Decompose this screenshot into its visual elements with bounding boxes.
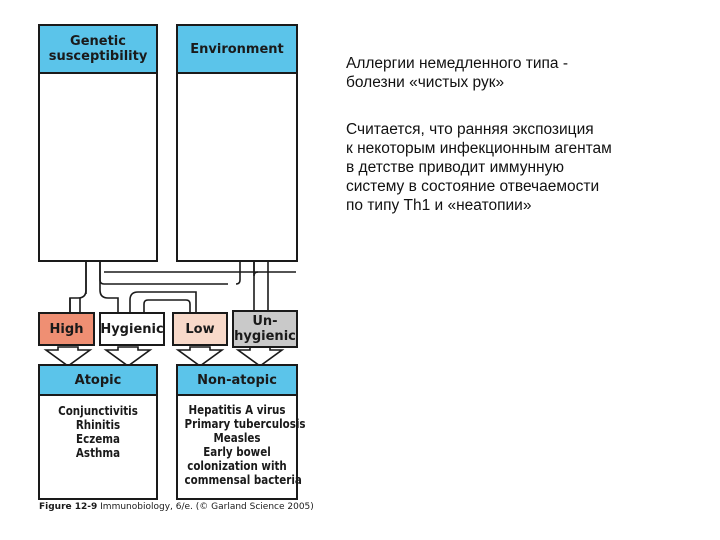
connector-pipes bbox=[69, 262, 296, 312]
category-low: Low bbox=[172, 312, 228, 346]
category-high: High bbox=[38, 312, 95, 346]
atopic-item: Conjunctivitis bbox=[58, 404, 138, 418]
slide-body-line: в детстве приводит иммунную bbox=[346, 159, 564, 176]
slide-body-line: по типу Th1 и «неатопии» bbox=[346, 197, 532, 214]
atopic-header: Atopic bbox=[38, 364, 158, 396]
slide-body-line: Считается, что ранняя экспозиция bbox=[346, 121, 594, 138]
category-hygienic: Hygienic bbox=[99, 312, 165, 346]
slide-body-line: систему в состояние отвечаемости bbox=[346, 178, 600, 195]
nonatopic-panel bbox=[176, 396, 298, 500]
atopic-list: Conjunctivitis Rhinitis Eczema Asthma bbox=[46, 404, 149, 460]
slide-body: Считается, что ранняя экспозиция к некот… bbox=[346, 120, 706, 215]
arrow-down-icon bbox=[175, 346, 225, 367]
slide-body-line: к некоторым инфекционным агентам bbox=[346, 140, 612, 157]
nonatopic-title: Non-atopic bbox=[197, 372, 277, 388]
atopic-item: Rhinitis bbox=[75, 418, 121, 432]
category-low-label: Low bbox=[185, 321, 215, 337]
figure-caption: Figure 12-9 Immunobiology, 6/e. (© Garla… bbox=[39, 502, 314, 512]
environment-header: Environment bbox=[176, 24, 298, 74]
nonatopic-item: Hepatitis A virus bbox=[188, 403, 286, 417]
category-hygienic-label: Hygienic bbox=[100, 321, 164, 337]
nonatopic-item: Measles bbox=[213, 431, 261, 445]
atopic-title: Atopic bbox=[74, 372, 122, 388]
nonatopic-item: commensal bacteria bbox=[184, 473, 302, 487]
nonatopic-item: colonization with bbox=[187, 459, 287, 473]
category-high-label: High bbox=[49, 321, 84, 337]
atopic-item: Eczema bbox=[76, 432, 120, 446]
nonatopic-item: Early bowel bbox=[203, 445, 271, 459]
slide-heading-line: Аллергии немедленного типа - bbox=[346, 55, 568, 72]
nonatopic-list: Hepatitis A virus Primary tuberculosis M… bbox=[184, 403, 306, 487]
atopic-panel bbox=[38, 396, 158, 500]
category-unhygienic-label: Un- hygienic bbox=[234, 314, 296, 344]
slide-heading: Аллергии немедленного типа - болезни «чи… bbox=[346, 54, 706, 92]
category-unhygienic: Un- hygienic bbox=[232, 310, 298, 348]
arrow-down-icon bbox=[103, 346, 153, 367]
arrow-down-icon bbox=[43, 346, 93, 367]
figure-number: Figure 12-9 bbox=[39, 502, 98, 512]
genetic-susceptibility-title: Genetic susceptibility bbox=[48, 34, 148, 64]
genetic-susceptibility-panel bbox=[38, 74, 158, 262]
slide-heading-line: болезни «чистых рук» bbox=[346, 74, 505, 91]
nonatopic-item: Primary tuberculosis bbox=[184, 417, 306, 431]
environment-title: Environment bbox=[190, 41, 284, 57]
genetic-susceptibility-header: Genetic susceptibility bbox=[38, 24, 158, 74]
figure-source: Immunobiology, 6/e. (© Garland Science 2… bbox=[100, 502, 314, 512]
atopic-item: Asthma bbox=[75, 446, 121, 460]
environment-panel bbox=[176, 74, 298, 262]
nonatopic-header: Non-atopic bbox=[176, 364, 298, 396]
